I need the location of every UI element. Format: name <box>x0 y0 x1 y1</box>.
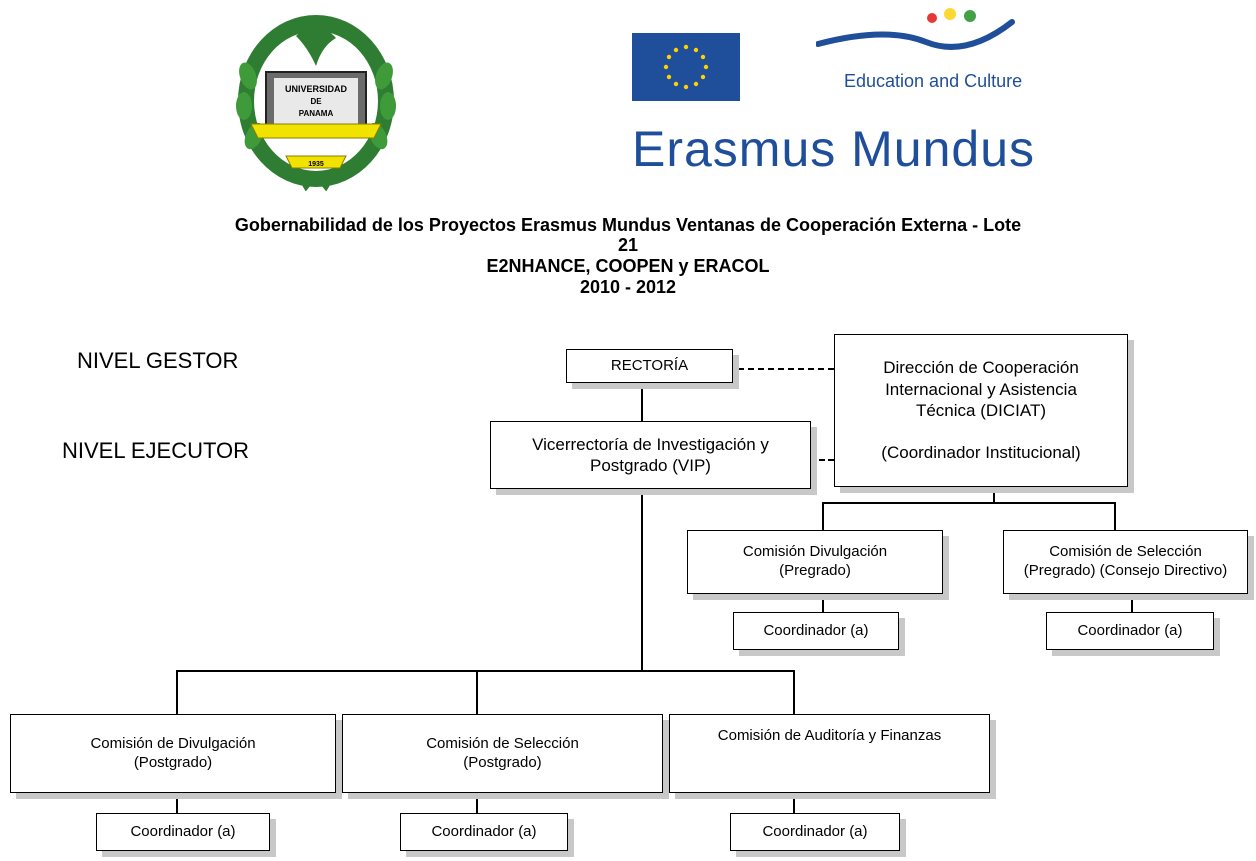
node-coordinador-seleccion-pregrado: Coordinador (a) <box>1046 612 1214 650</box>
node-diciat: Dirección de Cooperación Internacional y… <box>834 334 1128 487</box>
connector-sel-pre-coord <box>1131 593 1133 613</box>
node-coordinador-auditoria-label: Coordinador (a) <box>762 822 868 840</box>
connector-to-auditoria <box>793 670 795 715</box>
node-seleccion-postgrado: Comisión de Selección (Postgrado) <box>342 714 663 793</box>
connector-div-pre-coord <box>822 593 824 613</box>
level-ejecutor-label: NIVEL EJECUTOR <box>62 438 250 463</box>
node-vip-label: Vicerrectoría de Investigación y Postgra… <box>532 434 769 475</box>
node-coordinador-divulgacion-postgrado-label: Coordinador (a) <box>130 822 236 840</box>
node-coordinador-divulgacion-postgrado: Coordinador (a) <box>96 813 270 851</box>
node-seleccion-pregrado-label: Comisión de Selección (Pregrado) (Consej… <box>1023 543 1228 579</box>
dashed-connector-rectoria-diciat <box>738 368 834 370</box>
title-line-4: 2010 - 2012 <box>579 277 677 297</box>
node-divulgacion-pregrado-label: Comisión Divulgación (Pregrado) <box>742 543 888 579</box>
connector-to-seleccion-postgrado <box>476 670 478 715</box>
node-divulgacion-postgrado: Comisión de Divulgación (Postgrado) <box>10 714 336 793</box>
pregrado-bus <box>822 502 1116 504</box>
level-gestor-label: NIVEL GESTOR <box>77 348 239 373</box>
connector-to-seleccion-pregrado <box>1114 502 1116 530</box>
connector-rectoria-vip <box>641 382 643 422</box>
node-coordinador-auditoria: Coordinador (a) <box>730 813 900 851</box>
node-coordinador-divulgacion-pregrado: Coordinador (a) <box>733 612 899 650</box>
title-line-3: E2NHANCE, COOPEN y ERACOL <box>486 256 770 276</box>
node-rectoria-label: RECTORÍA <box>610 356 689 374</box>
seal-text-panama: PANAMA <box>299 109 334 118</box>
node-coordinador-seleccion-postgrado: Coordinador (a) <box>400 813 568 851</box>
node-divulgacion-pregrado: Comisión Divulgación (Pregrado) <box>687 530 943 594</box>
connector-diciat-down <box>993 486 995 503</box>
seal-text-year: 1935 <box>308 161 324 168</box>
connector-sel-post-coord <box>476 792 478 814</box>
node-seleccion-postgrado-label: Comisión de Selección (Postgrado) <box>426 734 579 771</box>
node-seleccion-pregrado: Comisión de Selección (Pregrado) (Consej… <box>1003 530 1248 594</box>
title-line-1: Gobernabilidad de los Proyectos Erasmus … <box>234 215 1022 235</box>
connector-div-post-coord <box>176 792 178 814</box>
node-auditoria-finanzas-label: Comisión de Auditoría y Finanzas <box>717 727 942 744</box>
erasmus-mundus-wordmark: Erasmus Mundus <box>632 121 1036 177</box>
eu-flag-logo <box>632 33 740 101</box>
seal-text-de: DE <box>310 97 322 106</box>
university-seal-logo: UNIVERSIDAD DE PANAMA 1935 <box>236 15 396 191</box>
node-coordinador-seleccion-pregrado-label: Coordinador (a) <box>1077 621 1183 639</box>
node-coordinador-divulgacion-pregrado-label: Coordinador (a) <box>763 621 869 639</box>
dashed-connector-vip-diciat <box>810 459 834 461</box>
connector-vip-down <box>641 488 643 612</box>
connector-to-divulgacion-pregrado <box>822 502 824 530</box>
node-divulgacion-postgrado-label: Comisión de Divulgación (Postgrado) <box>90 734 256 771</box>
node-vip: Vicerrectoría de Investigación y Postgra… <box>490 421 811 489</box>
education-culture-label: Education and Culture <box>844 71 1023 91</box>
seal-text-universidad: UNIVERSIDAD <box>285 84 348 94</box>
node-rectoria: RECTORÍA <box>566 349 733 383</box>
postgrado-bus <box>176 670 795 672</box>
education-culture-swoosh-logo <box>816 8 1015 50</box>
node-diciat-label: Dirección de Cooperación Internacional y… <box>881 358 1081 463</box>
connector-aud-coord <box>793 792 795 814</box>
connector-vip-to-bus <box>641 610 643 672</box>
node-auditoria-finanzas: Comisión de Auditoría y Finanzas <box>669 714 990 793</box>
node-coordinador-seleccion-postgrado-label: Coordinador (a) <box>431 822 537 840</box>
title-line-2: 21 <box>617 235 639 255</box>
connector-to-divulgacion-postgrado <box>176 670 178 715</box>
